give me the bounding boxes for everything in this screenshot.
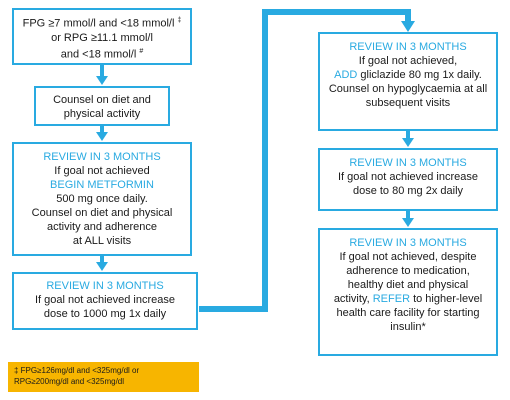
review5-line-6: insulin* <box>390 321 426 333</box>
review3-line-1: If goal not achieved, <box>358 55 458 67</box>
footnote-box: ‡ FPG≥126mg/dl and <325mg/dl or RPG≥200m… <box>8 362 199 392</box>
criteria-line-1: FPG ≥7 mmol/l and <18 mmol/l <box>22 17 175 30</box>
review-box-4: REVIEW IN 3 MONTHS If goal not achieved … <box>318 148 498 211</box>
review2-line-1: If goal not achieved increase <box>34 294 176 306</box>
review1-line-2: 500 mg once daily. <box>56 193 148 205</box>
counsel-line-2: physical activity <box>63 108 141 120</box>
connector-arrow-6 <box>406 211 410 220</box>
connector-arrowhead-4 <box>401 21 415 32</box>
connector-arrowhead-6 <box>402 218 414 227</box>
review4-line-1: If goal not achieved increase <box>337 171 479 183</box>
review-box-2: REVIEW IN 3 MONTHS If goal not achieved … <box>12 272 198 330</box>
counsel-box: Counsel on diet and physical activity <box>34 86 170 126</box>
review-heading-5: REVIEW IN 3 MONTHS <box>349 237 467 249</box>
connector-arrow-2 <box>100 126 104 134</box>
review5-line-1: If goal not achieved, despite <box>339 251 477 263</box>
footnote-line-1: ‡ FPG≥126mg/dl and <325mg/dl or <box>14 366 140 375</box>
review5-line-2: adherence to medication, <box>346 265 470 277</box>
review1-line-5: at ALL visits <box>72 235 132 247</box>
refer-action: REFER <box>372 293 411 305</box>
connector-cross-down <box>405 9 411 23</box>
counsel-line-1: Counsel on diet and <box>53 94 151 106</box>
footnote-line-2: RPG≥200mg/dl and <325mg/dl <box>14 377 125 386</box>
criteria-mark-3: # <box>139 47 144 55</box>
review3-line-4: subsequent visits <box>365 97 451 109</box>
connector-arrowhead-1 <box>96 76 108 85</box>
review5-line-5: health care facility for starting <box>336 307 480 319</box>
review5-line-4-rest: to higher-level <box>410 293 483 305</box>
review-box-1: REVIEW IN 3 MONTHS If goal not achieved … <box>12 142 192 256</box>
review1-line-1: If goal not achieved <box>54 165 150 177</box>
connector-cross-top <box>262 9 411 15</box>
review1-line-4: activity and adherence <box>46 221 158 233</box>
connector-arrowhead-3 <box>96 262 108 271</box>
criteria-line-3: and <18 mmol/l <box>60 48 137 61</box>
connector-cross-vertical <box>262 9 268 312</box>
criteria-box: FPG ≥7 mmol/l and <18 mmol/l ‡ or RPG ≥1… <box>12 8 192 65</box>
criteria-line-2: or RPG ≥11.1 mmol/l <box>51 31 153 44</box>
connector-cross-bottom <box>199 306 268 312</box>
review3-line-3: Counsel on hypoglycaemia at all <box>328 83 488 95</box>
review-box-5: REVIEW IN 3 MONTHS If goal not achieved,… <box>318 228 498 356</box>
review5-line-3: healthy diet and physical <box>347 279 469 291</box>
connector-arrowhead-2 <box>96 132 108 141</box>
review2-line-2: dose to 1000 mg 1x daily <box>43 308 167 320</box>
review5-line-4-start: activity, <box>333 293 373 305</box>
criteria-mark-1: ‡ <box>177 17 182 24</box>
review-heading-1: REVIEW IN 3 MONTHS <box>43 151 161 163</box>
connector-arrow-1 <box>100 64 104 78</box>
review4-line-2: dose to 80 mg 2x daily <box>352 185 464 197</box>
review3-line-2: gliclazide 80 mg 1x daily. <box>357 69 482 81</box>
review-box-3: REVIEW IN 3 MONTHS If goal not achieved,… <box>318 32 498 131</box>
begin-metformin-action: BEGIN METFORMIN <box>50 179 154 191</box>
connector-arrow-3 <box>100 256 104 264</box>
connector-arrow-5 <box>406 131 410 140</box>
review-heading-2: REVIEW IN 3 MONTHS <box>46 280 164 292</box>
review-heading-4: REVIEW IN 3 MONTHS <box>349 157 467 169</box>
add-gliclazide-action: ADD <box>334 69 358 81</box>
review-heading-3: REVIEW IN 3 MONTHS <box>349 41 467 53</box>
review1-line-3: Counsel on diet and physical <box>31 207 173 219</box>
connector-arrowhead-5 <box>402 138 414 147</box>
